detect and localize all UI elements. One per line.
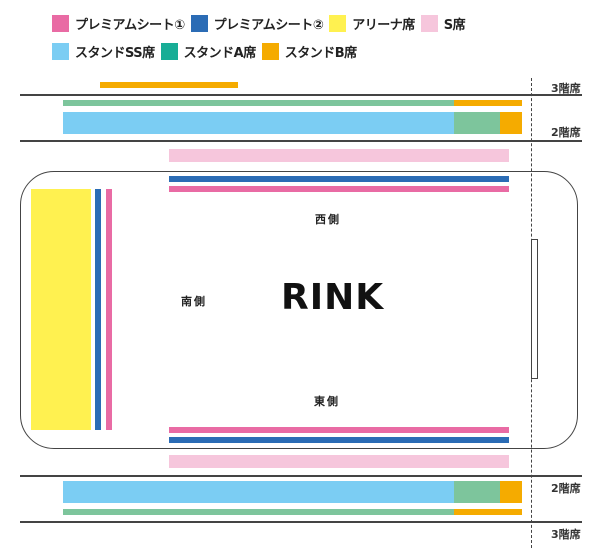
seat-block-s-seat-east[interactable]: [169, 455, 509, 468]
seat-block-premium-2-west[interactable]: [169, 176, 509, 182]
seat-block-2f-bottom-stand-a[interactable]: [454, 481, 500, 503]
legend-swatch-stand-ss: [52, 42, 69, 60]
legend-swatch-premium-2: [190, 14, 208, 32]
legend-label: プレミアムシート②: [213, 17, 324, 33]
seat-block-2f-top-stand-b-row[interactable]: [454, 100, 522, 106]
seat-block-premium-1-west[interactable]: [169, 186, 509, 192]
seat-block-premium-1-east[interactable]: [169, 427, 509, 433]
floor-divider-bottom-2: [20, 521, 582, 523]
legend-item-stand-a: スタンドA席: [160, 42, 257, 61]
floor-divider-bottom-1: [20, 475, 582, 477]
seat-block-2f-top-stand-b[interactable]: [500, 112, 522, 134]
legend-label: スタンドB席: [284, 45, 357, 61]
seat-block-premium-1-south[interactable]: [106, 189, 112, 430]
legend-label: S席: [443, 17, 466, 33]
seat-block-2f-top-stand-a-row[interactable]: [63, 100, 454, 106]
legend-item-arena: アリーナ席: [329, 14, 415, 33]
legend-item-premium-1: プレミアムシート①: [52, 14, 185, 33]
legend-label: スタンドSS席: [75, 45, 155, 61]
rink-outline: [20, 171, 578, 449]
legend-item-premium-2: プレミアムシート②: [190, 14, 324, 33]
side-label-west: 西側: [315, 213, 341, 226]
seat-block-2f-bottom-stand-b[interactable]: [500, 481, 522, 503]
floor-label-2f-bottom: 2階席: [551, 482, 581, 495]
legend-row-2: スタンドSS席 スタンドA席 スタンドB席: [52, 41, 363, 61]
floor-label-3f-top: 3階席: [551, 82, 581, 95]
legend-item-s-seat: S席: [420, 14, 466, 33]
seat-block-3f-top-stand-b[interactable]: [100, 82, 238, 88]
seat-block-2f-bottom-stand-b-row[interactable]: [454, 509, 522, 515]
side-label-east: 東側: [314, 395, 340, 408]
seat-block-arena-south[interactable]: [31, 189, 91, 430]
side-label-south: 南側: [181, 295, 207, 308]
floor-label-2f-top: 2階席: [551, 126, 581, 139]
legend-item-stand-ss: スタンドSS席: [52, 42, 155, 61]
legend-swatch-stand-b: [261, 42, 279, 60]
seat-block-2f-top-stand-ss[interactable]: [63, 112, 454, 134]
legend-swatch-stand-a: [160, 42, 178, 60]
seat-block-2f-top-stand-a[interactable]: [454, 112, 500, 134]
seat-block-premium-2-east[interactable]: [169, 437, 509, 443]
seat-block-s-seat-west[interactable]: [169, 149, 509, 162]
legend-row-1: プレミアムシート① プレミアムシート② アリーナ席 S席: [52, 13, 471, 33]
seat-block-2f-bottom-stand-a-row[interactable]: [63, 509, 454, 515]
entrance-gate: [531, 239, 538, 379]
legend-label: アリーナ席: [352, 17, 415, 33]
seat-block-2f-bottom-stand-ss[interactable]: [63, 481, 454, 503]
legend-label: スタンドA席: [183, 45, 257, 61]
legend-swatch-premium-1: [52, 14, 69, 32]
floor-divider-top-1: [20, 94, 582, 96]
legend-item-stand-b: スタンドB席: [261, 42, 357, 61]
legend-swatch-s-seat: [420, 14, 438, 32]
floor-divider-top-2: [20, 140, 582, 142]
legend-swatch-arena: [329, 14, 347, 32]
seat-block-premium-2-south[interactable]: [95, 189, 101, 430]
floor-label-3f-bottom: 3階席: [551, 528, 581, 541]
rink-title: RINK: [281, 277, 385, 318]
legend-label: プレミアムシート①: [75, 17, 185, 33]
